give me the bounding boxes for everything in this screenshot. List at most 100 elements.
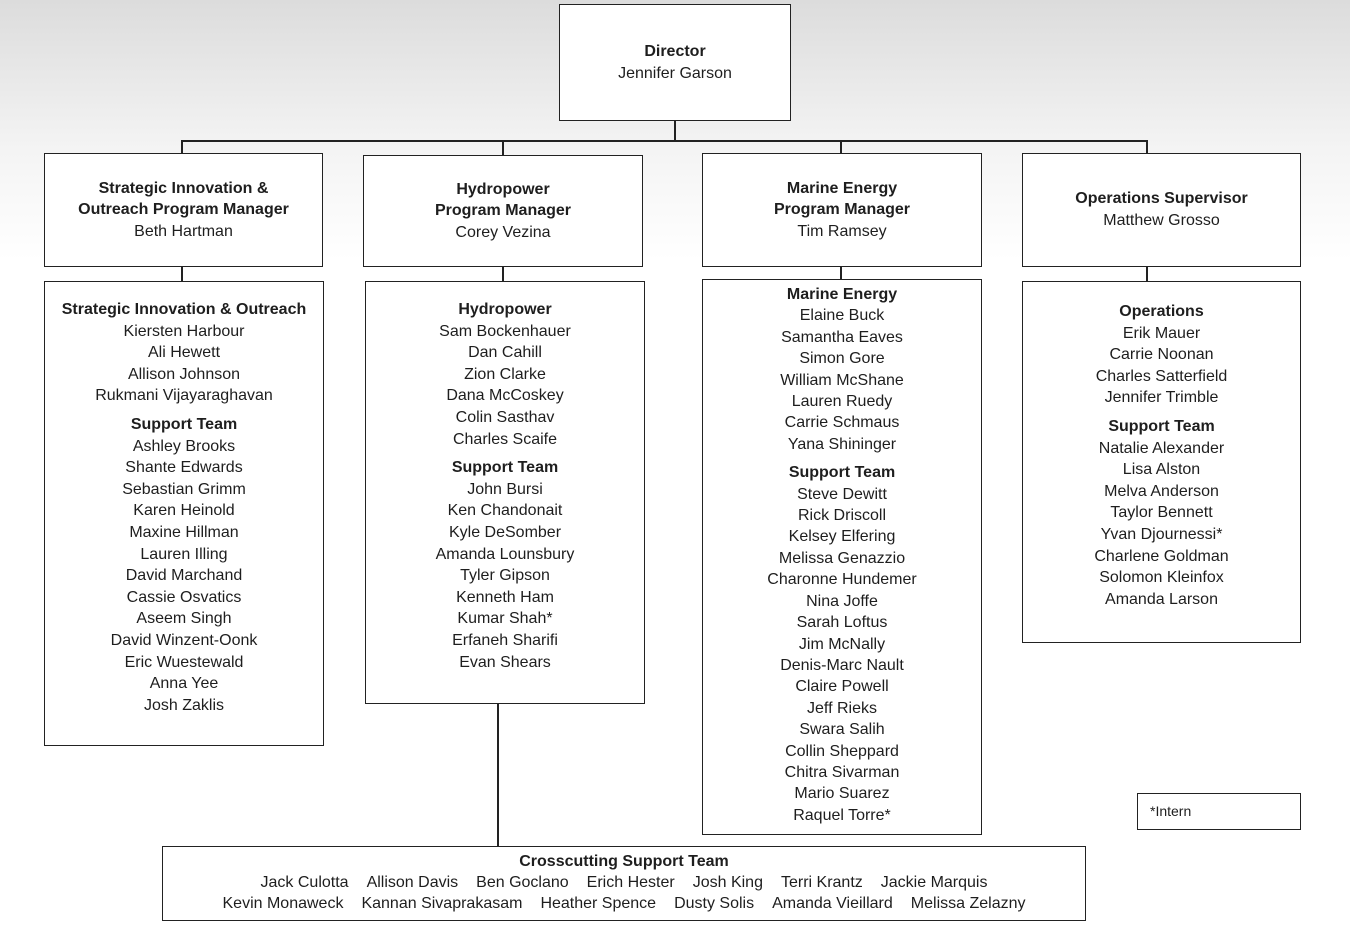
support-member: Karen Heinold bbox=[133, 502, 235, 520]
team-member: Carrie Noonan bbox=[1109, 346, 1214, 364]
support-member: Amanda Larson bbox=[1105, 590, 1218, 608]
team-title: Strategic Innovation & Outreach bbox=[61, 301, 307, 318]
support-member: Erfaneh Sharifi bbox=[452, 631, 558, 649]
team-member: Kiersten Harbour bbox=[123, 322, 245, 340]
support-member: Tyler Gipson bbox=[460, 567, 550, 585]
crosscutting-title: Crosscutting Support Team bbox=[519, 853, 729, 870]
section-spacer bbox=[45, 407, 323, 414]
team-member: Allison Johnson bbox=[127, 365, 241, 383]
director-name: Jennifer Garson bbox=[618, 64, 732, 82]
crosscutting-member: Dusty Solis bbox=[674, 895, 755, 912]
support-member: Aseem Singh bbox=[136, 610, 232, 628]
support-member: Jim McNally bbox=[798, 635, 886, 653]
support-member: Solomon Kleinfox bbox=[1099, 569, 1224, 587]
support-member: Steve Dewitt bbox=[797, 485, 887, 503]
manager-title-line: Program Manager bbox=[773, 201, 911, 219]
crosscutting-member: Melissa Zelazny bbox=[910, 895, 1026, 912]
support-member: Lauren Illing bbox=[140, 545, 228, 563]
team-member: Zion Clarke bbox=[464, 365, 546, 383]
legend-intern-label: *Intern bbox=[1150, 802, 1192, 819]
section-spacer bbox=[1023, 409, 1300, 416]
crosscutting-member: Kannan Sivaprakasam bbox=[361, 895, 523, 912]
team-title: Marine Energy bbox=[786, 286, 898, 303]
team-member: William McShane bbox=[780, 371, 904, 389]
team-member: Jennifer Trimble bbox=[1104, 389, 1219, 407]
crosscutting-member: Ben Goclano bbox=[476, 874, 569, 891]
support-member: Denis-Marc Nault bbox=[780, 656, 904, 674]
director-title: Director bbox=[644, 42, 706, 60]
crosscutting-member: Jack Culotta bbox=[260, 874, 349, 891]
connector-manager-1 bbox=[181, 140, 183, 154]
support-team-title: Support Team bbox=[788, 464, 896, 482]
manager-box-marine-energy: Marine Energy Program Manager Tim Ramsey bbox=[702, 153, 982, 267]
support-member: Charlene Goldman bbox=[1094, 547, 1229, 565]
connector-manager-3 bbox=[840, 140, 842, 154]
support-member: Ken Chandonait bbox=[447, 502, 563, 520]
manager-name: Matthew Grosso bbox=[1103, 212, 1220, 229]
manager-name: Corey Vezina bbox=[455, 223, 551, 241]
team-member: Elaine Buck bbox=[799, 307, 885, 325]
manager-title-line: Program Manager bbox=[434, 202, 572, 220]
support-member: Shante Edwards bbox=[125, 459, 243, 477]
support-member: Jeff Rieks bbox=[807, 699, 877, 717]
manager-title-line: Marine Energy bbox=[786, 179, 898, 197]
team-member: Sam Bockenhauer bbox=[439, 322, 571, 340]
team-member: Colin Sasthav bbox=[455, 408, 555, 426]
manager-box-strategic: Strategic Innovation & Outreach Program … bbox=[44, 153, 323, 267]
team-member: Dan Cahill bbox=[468, 344, 542, 362]
connector-team-2 bbox=[502, 266, 504, 282]
connector-manager-2 bbox=[502, 140, 504, 156]
team-member: Samantha Eaves bbox=[781, 328, 903, 346]
manager-box-operations: Operations Supervisor Matthew Grosso bbox=[1022, 153, 1301, 267]
support-member: Josh Zaklis bbox=[143, 696, 225, 714]
team-member: Charles Scaife bbox=[452, 430, 558, 448]
support-member: Lisa Alston bbox=[1122, 461, 1201, 479]
support-team-title: Support Team bbox=[130, 415, 238, 433]
crosscutting-member: Erich Hester bbox=[586, 874, 675, 891]
legend-box: *Intern bbox=[1137, 793, 1301, 830]
support-member: Kelsey Elfering bbox=[788, 528, 896, 546]
team-member: Yana Shininger bbox=[787, 435, 897, 453]
team-member: Charles Satterfield bbox=[1095, 367, 1228, 385]
manager-box-hydropower: Hydropower Program Manager Corey Vezina bbox=[363, 155, 643, 267]
manager-name: Tim Ramsey bbox=[797, 222, 887, 240]
support-member: Kumar Shah* bbox=[457, 610, 553, 628]
support-member: Mario Suarez bbox=[794, 785, 890, 803]
support-member: Eric Wuestewald bbox=[124, 653, 244, 671]
connector-team-1 bbox=[181, 266, 183, 282]
manager-name: Beth Hartman bbox=[134, 222, 233, 240]
support-member: John Bursi bbox=[467, 480, 543, 498]
team-title: Hydropower bbox=[458, 301, 552, 318]
support-team-title: Support Team bbox=[451, 459, 559, 477]
support-member: Charonne Hundemer bbox=[767, 571, 917, 589]
team-member: Carrie Schmaus bbox=[784, 414, 900, 432]
connector-director bbox=[674, 120, 676, 141]
support-member: Raquel Torre* bbox=[793, 806, 891, 824]
manager-title-line: Hydropower bbox=[456, 180, 550, 198]
support-member: Evan Shears bbox=[459, 653, 551, 671]
support-member: Maxine Hillman bbox=[129, 523, 239, 541]
team-member: Ali Hewett bbox=[147, 344, 221, 362]
section-spacer bbox=[703, 455, 981, 462]
support-member: Kyle DeSomber bbox=[448, 523, 562, 541]
team-member: Dana McCoskey bbox=[446, 387, 564, 405]
connector-crosscutting bbox=[497, 703, 499, 847]
support-member: Sarah Loftus bbox=[796, 614, 888, 632]
support-member: Taylor Bennett bbox=[1110, 504, 1213, 522]
section-spacer bbox=[366, 450, 644, 457]
crosscutting-member: Kevin Monaweck bbox=[222, 895, 344, 912]
connector-team-3 bbox=[840, 266, 842, 280]
manager-title-line: Operations Supervisor bbox=[1075, 190, 1248, 208]
support-member: Ashley Brooks bbox=[132, 437, 236, 455]
support-member: David Winzent-Oonk bbox=[110, 631, 258, 649]
support-member: David Marchand bbox=[125, 567, 243, 585]
team-title: Operations bbox=[1119, 303, 1204, 320]
crosscutting-member: Terri Krantz bbox=[780, 874, 863, 891]
team-member: Rukmani Vijayaraghavan bbox=[95, 387, 273, 405]
support-member: Swara Salih bbox=[799, 721, 885, 739]
